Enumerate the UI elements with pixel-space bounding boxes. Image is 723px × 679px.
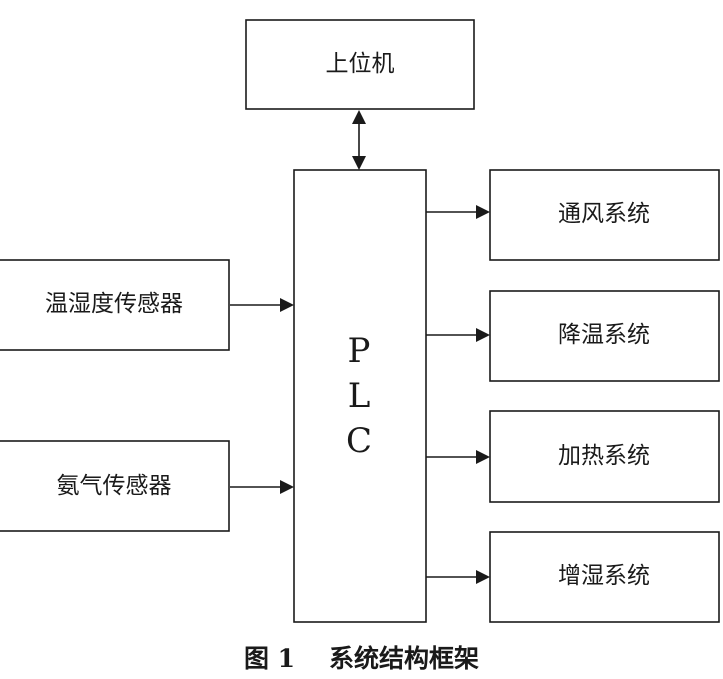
figure-title: 系统结构框架 <box>329 644 480 673</box>
cooling-system-node: 降温系统 <box>489 290 720 382</box>
ammonia-sensor-label: 氨气传感器 <box>57 473 172 499</box>
figure-caption: 图 1 系统结构框架 <box>0 642 723 676</box>
plc-letter: C <box>346 421 372 461</box>
humidification-system-label: 增湿系统 <box>558 563 650 589</box>
ventilation-system-node: 通风系统 <box>489 169 720 261</box>
temp-humidity-sensor-node: 温湿度传感器 <box>0 259 230 351</box>
figure-number: 图 1 <box>243 644 296 673</box>
connections <box>230 110 490 584</box>
temp-humidity-sensor-label: 温湿度传感器 <box>45 291 183 317</box>
host-computer-label: 上位机 <box>326 51 395 77</box>
edge-plc-vent <box>426 205 490 219</box>
edge-plc-humid <box>426 570 490 584</box>
cooling-system-label: 降温系统 <box>558 322 650 348</box>
ammonia-sensor-node: 氨气传感器 <box>0 440 230 532</box>
plc-letter: L <box>348 376 371 416</box>
edge-plc-cool <box>426 328 490 342</box>
plc-letter: P <box>348 331 371 371</box>
heating-system-label: 加热系统 <box>558 443 650 469</box>
ventilation-system-label: 通风系统 <box>558 201 650 227</box>
edge-sensor-nh3-plc <box>230 480 294 494</box>
edge-plc-heat <box>426 450 490 464</box>
edge-host-plc <box>352 110 366 170</box>
edge-sensor-th-plc <box>230 298 294 312</box>
heating-system-node: 加热系统 <box>489 410 720 503</box>
host-computer-node: 上位机 <box>245 19 475 110</box>
humidification-system-node: 增湿系统 <box>489 531 720 623</box>
